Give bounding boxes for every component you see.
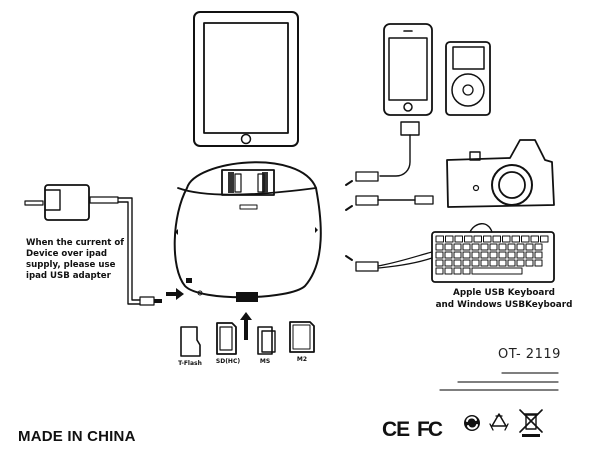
key bbox=[462, 251, 471, 259]
ce-mark-icon: CE bbox=[382, 418, 410, 441]
key bbox=[507, 251, 516, 259]
camera-icon bbox=[446, 139, 555, 208]
key bbox=[502, 235, 511, 243]
key bbox=[498, 259, 507, 267]
adapter-note-line: When the current of bbox=[26, 238, 124, 248]
key bbox=[507, 259, 516, 267]
keyboard-label-line: Apple USB Keyboard bbox=[453, 288, 555, 298]
key bbox=[464, 235, 473, 243]
key bbox=[435, 267, 444, 275]
adapter-note-line: ipad USB adapter bbox=[26, 271, 111, 281]
key bbox=[516, 243, 525, 251]
key bbox=[435, 259, 444, 267]
adapter-note: When the current of Device over ipad sup… bbox=[26, 238, 166, 282]
arrow-right-icon bbox=[166, 288, 184, 300]
key bbox=[471, 259, 480, 267]
key bbox=[444, 243, 453, 251]
key bbox=[435, 243, 444, 251]
fcc-mark-icon: FC bbox=[417, 418, 443, 441]
key bbox=[435, 235, 444, 243]
arrow-up-icon bbox=[240, 312, 252, 340]
key bbox=[453, 251, 462, 259]
key bbox=[462, 267, 471, 275]
key bbox=[534, 259, 543, 267]
key bbox=[525, 243, 534, 251]
key bbox=[530, 235, 539, 243]
key bbox=[525, 251, 534, 259]
key bbox=[489, 243, 498, 251]
iphone-icon bbox=[379, 23, 433, 177]
weee-crossed-bin-icon bbox=[519, 409, 543, 437]
key bbox=[453, 243, 462, 251]
memory-card-icons bbox=[180, 321, 315, 357]
key bbox=[498, 243, 507, 251]
key bbox=[453, 259, 462, 267]
key bbox=[534, 243, 543, 251]
keyboard-label-line: and Windows USBKeyboard bbox=[435, 299, 573, 310]
made-in-label: MADE IN CHINA bbox=[18, 428, 136, 445]
green-dot-icon bbox=[464, 415, 480, 431]
key bbox=[507, 243, 516, 251]
key bbox=[462, 243, 471, 251]
key bbox=[492, 235, 501, 243]
recycle-icon bbox=[489, 413, 509, 431]
key bbox=[483, 235, 492, 243]
keyboard-icon bbox=[431, 223, 555, 283]
key bbox=[516, 259, 525, 267]
card-label-m2: M2 bbox=[296, 356, 308, 363]
key bbox=[453, 267, 462, 275]
key bbox=[444, 251, 453, 259]
key bbox=[540, 235, 549, 243]
usb-power-adapter-icon bbox=[24, 184, 162, 306]
card-label-tflash: T-Flash bbox=[178, 360, 202, 367]
keyboard-label: Apple USB Keyboard and Windows USBKeyboa… bbox=[424, 288, 584, 311]
key bbox=[462, 259, 471, 267]
key bbox=[473, 235, 482, 243]
model-number: OT- 2119 bbox=[498, 347, 561, 362]
key bbox=[489, 251, 498, 259]
key bbox=[435, 251, 444, 259]
key bbox=[489, 259, 498, 267]
key bbox=[480, 243, 489, 251]
key bbox=[534, 251, 543, 259]
key bbox=[471, 243, 480, 251]
card-label-ms: MS bbox=[259, 358, 271, 365]
key bbox=[480, 251, 489, 259]
ipad-icon bbox=[193, 11, 299, 147]
adapter-note-line: Device over ipad bbox=[26, 249, 108, 259]
key bbox=[480, 259, 489, 267]
hub-dock-icon bbox=[173, 161, 322, 302]
key bbox=[445, 235, 454, 243]
space-key bbox=[471, 267, 523, 275]
adapter-note-line: supply, please use bbox=[26, 260, 116, 270]
usb-plug-icon bbox=[345, 171, 434, 272]
key bbox=[444, 259, 453, 267]
key bbox=[511, 235, 520, 243]
key bbox=[471, 251, 480, 259]
key bbox=[498, 251, 507, 259]
key bbox=[444, 267, 453, 275]
key bbox=[521, 235, 530, 243]
key bbox=[454, 235, 463, 243]
ipod-icon bbox=[445, 41, 491, 116]
key bbox=[525, 259, 534, 267]
key bbox=[516, 251, 525, 259]
model-underlines bbox=[439, 372, 559, 391]
card-label-sdhc: SD(HC) bbox=[215, 358, 241, 365]
